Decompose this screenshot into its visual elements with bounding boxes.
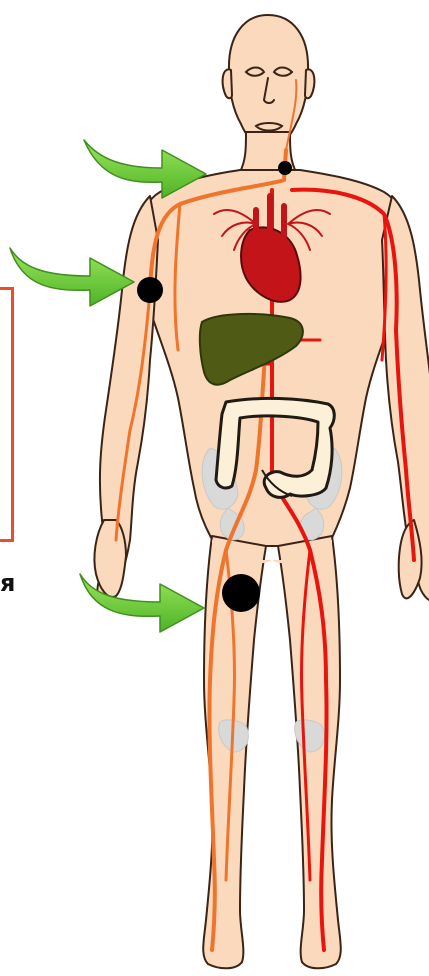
green-arrow-icon-elbow xyxy=(10,248,134,306)
hand-left xyxy=(94,520,126,597)
ear-left xyxy=(223,69,232,98)
ear-right xyxy=(305,69,314,98)
body-silhouette xyxy=(94,15,429,968)
pulse-point-marker-elbow xyxy=(137,277,163,303)
pulse-point-marker-neck xyxy=(278,161,292,175)
pulse-point-marker-groin xyxy=(222,574,260,612)
